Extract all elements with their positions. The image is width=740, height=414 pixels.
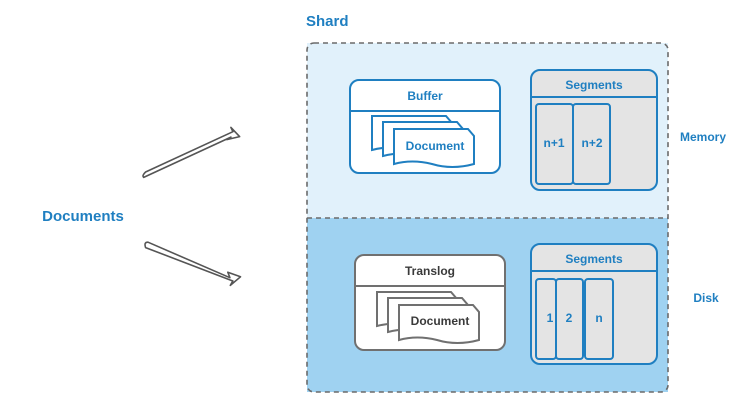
disk-segments-title: Segments	[565, 252, 623, 266]
translog-document-stack	[376, 291, 480, 344]
memory-label: Memory	[680, 130, 726, 144]
translog-document-label: Document	[411, 314, 470, 328]
memory-segment-label: n+1	[543, 136, 564, 150]
memory-segments-title: Segments	[565, 78, 623, 92]
memory-segment-n2	[572, 103, 611, 185]
arrow-to-disk-icon	[144, 241, 242, 287]
disk-segment-label: 2	[566, 311, 573, 325]
disk-label: Disk	[693, 291, 719, 305]
shard-border	[306, 42, 669, 393]
memory-segments-box: Segments n+1 n+2	[530, 69, 658, 191]
buffer-document-label: Document	[406, 139, 465, 153]
buffer-document-stack	[371, 115, 475, 168]
arrow-to-memory-icon	[142, 126, 241, 179]
buffer-title: Buffer	[407, 89, 443, 103]
shard-label: Shard	[306, 13, 349, 30]
memory-segment-label: n+2	[581, 136, 602, 150]
translog-title: Translog	[405, 264, 455, 278]
disk-segment-n	[584, 278, 614, 360]
translog-box: Translog Document	[354, 254, 506, 351]
disk-segments-box: Segments 1 2 n	[530, 243, 658, 365]
buffer-box: Buffer Document	[349, 79, 501, 174]
disk-segment-2	[555, 278, 584, 360]
documents-label: Documents	[42, 208, 124, 225]
disk-segment-label: 1	[547, 311, 554, 325]
disk-segment-label: n	[595, 311, 602, 325]
